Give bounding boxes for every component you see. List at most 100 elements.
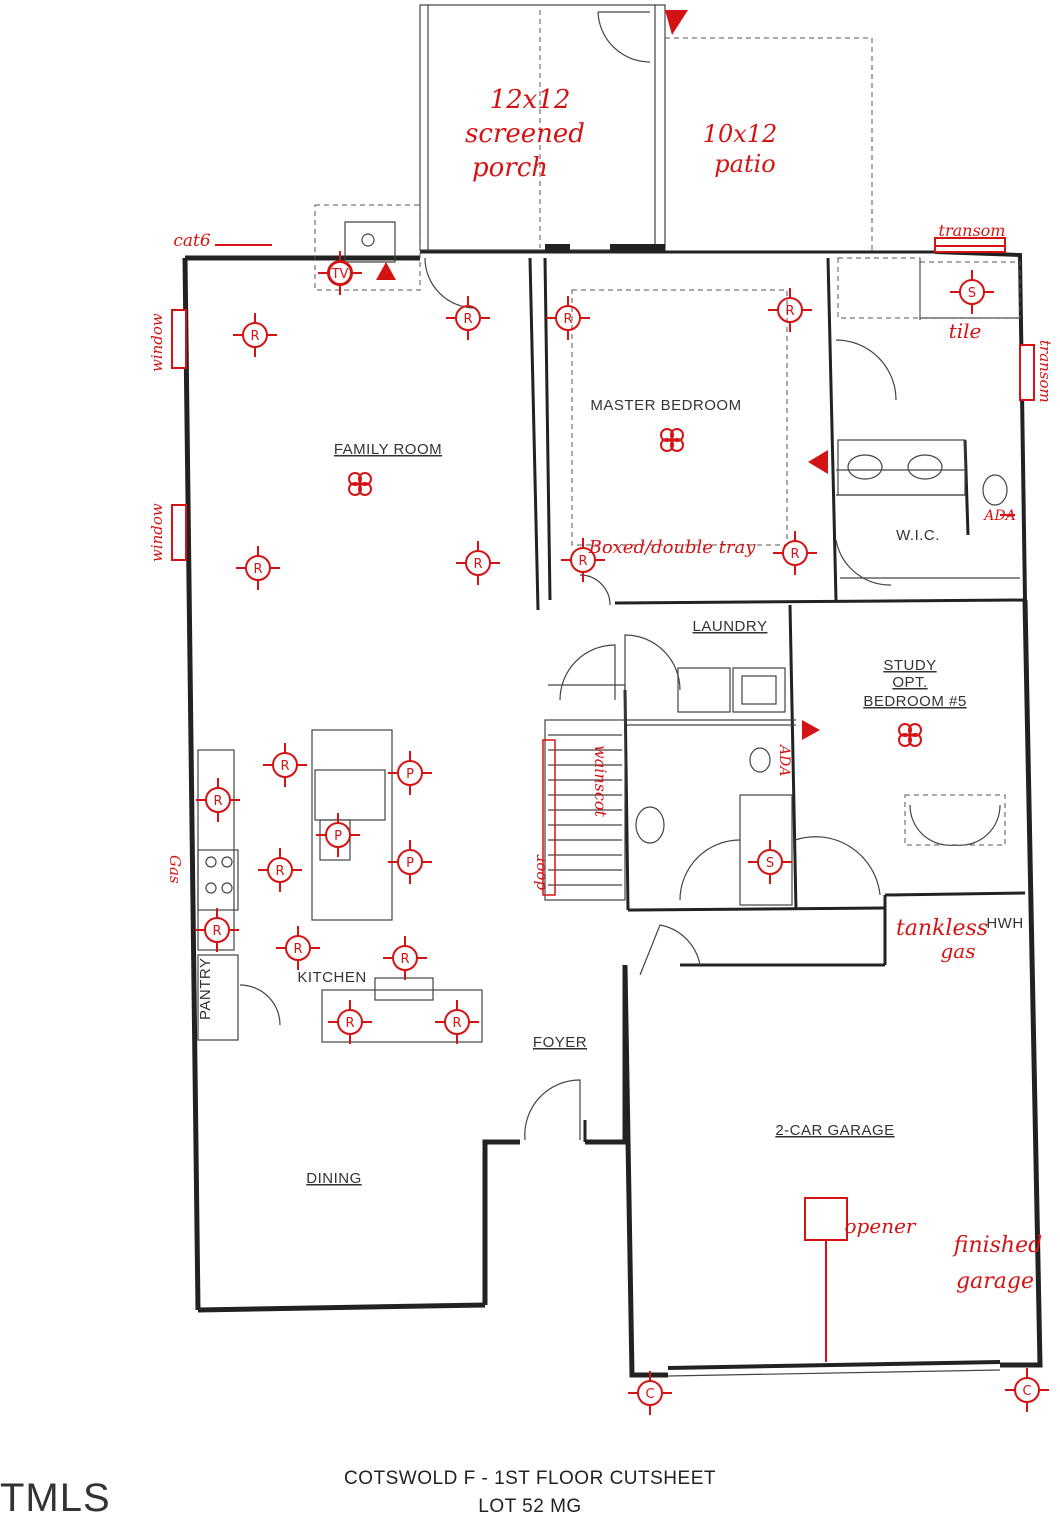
smoke-fixture-label: S — [968, 286, 976, 301]
recessed-light-fixture: R — [263, 743, 307, 787]
light-fixtures: R R R R S R R R R TV R P R P P R R R R R R S C C — [195, 251, 1049, 1415]
coach-light-fixture: C — [1005, 1368, 1049, 1412]
tv-marker-master — [808, 450, 828, 474]
garage-label: 2-CAR GARAGE — [775, 1122, 894, 1139]
porch-note-2: screened — [465, 119, 585, 149]
opener-note: opener — [845, 1214, 917, 1238]
door-swings — [424, 257, 897, 1141]
laundry-label: LAUNDRY — [693, 618, 768, 635]
tv-marker-study — [802, 720, 820, 740]
recessed-fixture-label: R — [400, 952, 409, 967]
recessed-fixture-label: R — [213, 794, 222, 809]
tv-marker-family — [376, 262, 396, 280]
fireplace — [314, 204, 421, 291]
recessed-fixture-label: R — [250, 329, 259, 344]
staircase — [544, 684, 626, 901]
recessed-light-fixture: R — [768, 288, 812, 332]
recessed-light-fixture: R — [561, 538, 605, 582]
smoke-light-fixture: S — [950, 270, 994, 314]
coach-fixture-label: C — [1022, 1384, 1031, 1399]
pendant-fixture-label: P — [406, 856, 414, 871]
pendant-light-fixture: P — [316, 813, 360, 857]
kitchen-label: KITCHEN — [297, 969, 366, 986]
recessed-light-fixture: R — [276, 926, 320, 970]
recessed-light-fixture: R — [196, 778, 240, 822]
recessed-light-fixture: R — [236, 546, 280, 590]
recessed-fixture-label: R — [452, 1016, 461, 1031]
recessed-fixture-label: R — [253, 562, 262, 577]
recessed-fixture-label: R — [563, 312, 572, 327]
recessed-fixture-label: R — [473, 557, 482, 572]
ada-note-1: ADA — [982, 508, 1015, 524]
sheet-title: COTSWOLD F - 1ST FLOOR CUTSHEET — [344, 1468, 716, 1489]
tile-note: tile — [949, 319, 982, 343]
boxed-tray-note: Boxed/double tray — [588, 537, 757, 558]
recessed-light-fixture: R — [328, 1000, 372, 1044]
family-room-label: FAMILY ROOM — [334, 441, 442, 458]
transom-note-top: transom — [939, 221, 1006, 240]
gas-note: Gas — [166, 855, 184, 884]
lot-number: LOT 52 MG — [478, 1496, 582, 1517]
laundry-appliances — [677, 667, 786, 713]
recessed-light-fixture: R — [195, 908, 239, 952]
room-labels: FAMILY ROOM MASTER BEDROOM W.I.C. LAUNDR… — [197, 397, 1023, 1187]
recessed-light-fixture: R — [546, 296, 590, 340]
exterior-walls — [182, 250, 1043, 1378]
recessed-light-fixture: R — [383, 936, 427, 980]
transom-note-right: transom — [1036, 340, 1054, 403]
finished-note-1: finished — [952, 1233, 1042, 1258]
study-label-2: OPT. — [892, 674, 927, 691]
window-note-1: window — [148, 313, 166, 372]
tankless-note-2: gas — [941, 939, 976, 963]
pendant-light-fixture: P — [388, 840, 432, 884]
fan-icon — [898, 723, 922, 747]
tv-fixture-label: TV — [331, 267, 349, 282]
recessed-fixture-label: R — [345, 1016, 354, 1031]
recessed-fixture-label: R — [790, 547, 799, 562]
ada-note-2: ADA — [776, 743, 792, 776]
coach-light-fixture: C — [628, 1371, 672, 1415]
recessed-fixture-label: R — [578, 554, 587, 569]
ceiling-fans — [348, 428, 922, 747]
recessed-light-fixture: R — [773, 531, 817, 575]
recessed-fixture-label: R — [275, 864, 284, 879]
coach-fixture-label: C — [645, 1387, 654, 1402]
patio-note-2: patio — [714, 150, 775, 178]
window-note-2: window — [148, 503, 166, 562]
recessed-light-fixture: R — [435, 1000, 479, 1044]
smoke-fixture-label: S — [766, 856, 774, 871]
recessed-light-fixture: R — [233, 313, 277, 357]
dining-label: DINING — [306, 1170, 362, 1187]
recessed-light-fixture: R — [456, 541, 500, 585]
fan-icon — [348, 472, 372, 496]
master-bath — [837, 261, 1021, 506]
pendant-light-fixture: P — [388, 751, 432, 795]
recessed-light-fixture: R — [446, 296, 490, 340]
door-note: door — [531, 854, 549, 890]
garage-door — [667, 1360, 1001, 1377]
pendant-fixture-label: P — [334, 829, 342, 844]
recessed-fixture-label: R — [785, 304, 794, 319]
smoke-light-fixture: S — [748, 840, 792, 884]
hwh-label: HWH — [986, 915, 1023, 932]
porch-note-1: 12x12 — [490, 85, 571, 115]
patio-note-1: 10x12 — [703, 120, 778, 148]
master-bedroom-label: MASTER BEDROOM — [590, 397, 741, 414]
garage-opener-box — [804, 1197, 848, 1241]
recessed-fixture-label: R — [293, 942, 302, 957]
tv-light-fixture: TV — [318, 251, 362, 295]
recessed-fixture-label: R — [463, 312, 472, 327]
watermark: TMLS — [0, 1476, 111, 1520]
pantry-label: PANTRY — [197, 958, 214, 1020]
handwritten-notes: 12x12 screened porch 10x12 patio cat6 wi… — [148, 85, 1054, 1294]
study-label-1: STUDY — [883, 657, 936, 674]
tankless-note-1: tankless — [896, 916, 988, 941]
study-label-3: BEDROOM #5 — [863, 693, 966, 710]
closets — [837, 257, 1006, 846]
tray-ceiling — [571, 289, 788, 546]
porch-structure — [419, 4, 873, 252]
porch-note-3: porch — [472, 153, 548, 183]
markup-shapes — [215, 10, 1015, 1362]
wainscot-note: wainscot — [591, 745, 610, 817]
